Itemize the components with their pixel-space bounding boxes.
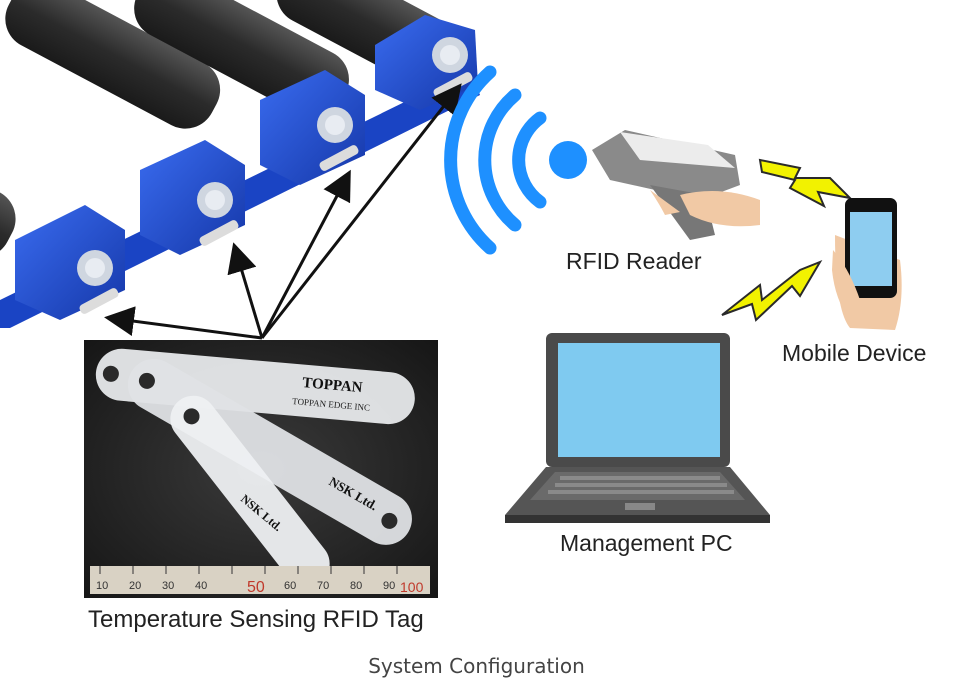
roller [5, 0, 221, 129]
arrow-icon [260, 83, 462, 339]
ruler-number: 40 [195, 580, 207, 592]
arrow-icon [260, 169, 351, 339]
ruler-number: 90 [383, 580, 395, 592]
rfid-reader-label: RFID Reader [566, 248, 702, 274]
arrow-icon [104, 306, 263, 340]
bearing-housing [15, 205, 125, 320]
bearing-housing [260, 70, 365, 185]
laptop-icon [505, 333, 770, 523]
ruler-number: 30 [162, 580, 174, 592]
tag-brand-toppan: TOPPAN [302, 375, 364, 396]
ruler-numbers: 10 20 30 40 50 60 70 80 90 100 [96, 579, 424, 596]
ruler-number: 80 [350, 580, 362, 592]
ruler-number: 60 [284, 580, 296, 592]
tag-sub-toppan: TOPPAN EDGE INC [292, 396, 371, 413]
ruler-number: 50 [247, 579, 265, 596]
mobile-device-label: Mobile Device [782, 340, 927, 366]
conveyor-rollers-illustration [0, 0, 480, 328]
rfid-tag [170, 395, 330, 587]
ruler-number: 10 [96, 580, 108, 592]
lightning-icon [721, 259, 823, 322]
ruler-number: 70 [317, 580, 329, 592]
ruler-number: 20 [129, 580, 141, 592]
arrow-icon [227, 242, 264, 339]
ruler [90, 566, 430, 594]
tag-brand-nsk: NSK Ltd. [238, 492, 285, 534]
ruler-number: 100 [400, 579, 424, 595]
smartphone-icon [832, 198, 902, 330]
rfid-reader-icon [592, 130, 760, 240]
management-pc-label: Management PC [560, 530, 733, 556]
wifi-signal-icon [444, 65, 587, 255]
rfid-tag-photo [84, 340, 438, 598]
tag-brand-nsk: NSK Ltd. [327, 474, 381, 514]
roller [134, 0, 349, 119]
figure-caption: System Configuration [368, 654, 585, 678]
bearing-housing [140, 140, 245, 255]
rfid-tag-label: Temperature Sensing RFID Tag [88, 606, 424, 633]
lightning-icon [758, 158, 853, 209]
tag-arrows [104, 83, 462, 340]
